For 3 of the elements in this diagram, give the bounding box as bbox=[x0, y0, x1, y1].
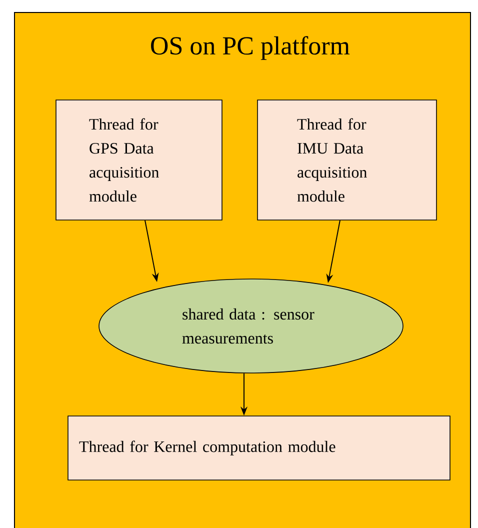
thread-box: Thread for IMU Data acquisition module bbox=[257, 100, 437, 220]
thread-box: Thread for GPS Data acquisition module bbox=[56, 100, 222, 220]
thread-box: Thread for Kernel computation module bbox=[68, 416, 450, 480]
